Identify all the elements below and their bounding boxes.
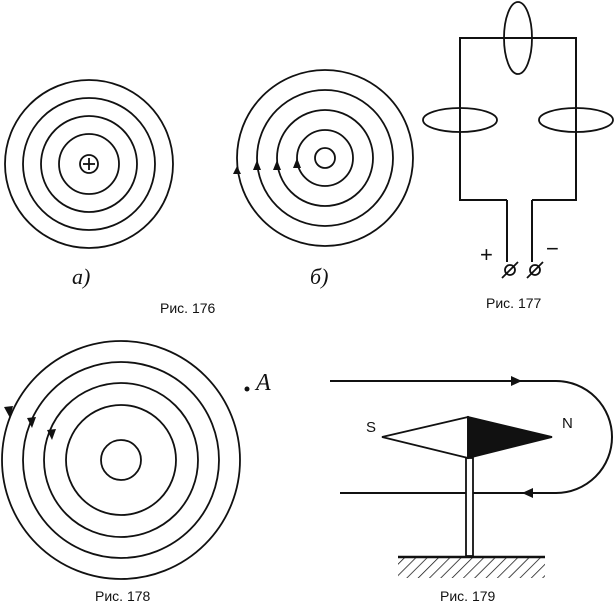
plus-conductor-icon xyxy=(79,154,99,174)
fig176-part-b-label: б) xyxy=(310,264,328,289)
point-a-marker xyxy=(244,386,250,392)
minus-sign: − xyxy=(546,236,559,261)
fig178-field-lines xyxy=(1,340,241,580)
needle-stand xyxy=(465,457,474,557)
plus-sign: + xyxy=(480,242,493,267)
fig179-caption: Рис. 179 xyxy=(440,588,496,604)
fig178-arrow-icons xyxy=(4,406,56,440)
fig176-caption: Рис. 176 xyxy=(160,300,216,316)
compass-needle-icon xyxy=(381,415,553,460)
fig177-circuit-wire xyxy=(459,37,577,262)
terminal-icon xyxy=(501,261,519,279)
fig179-conductor-loop xyxy=(330,380,613,494)
south-pole-label: S xyxy=(366,419,376,436)
terminal-icon xyxy=(526,261,544,279)
fig178-caption: Рис. 178 xyxy=(95,588,151,604)
point-a-label: A xyxy=(254,370,271,396)
fig176-b-arrow-icons xyxy=(233,158,301,174)
fig177-caption: Рис. 177 xyxy=(486,295,542,311)
fig176-part-a-label: а) xyxy=(72,264,90,289)
fig176-b-field-lines xyxy=(236,69,414,247)
ground-hatching xyxy=(398,558,545,578)
fig177-field-loops xyxy=(422,1,614,133)
fig176-a-field-lines xyxy=(4,79,174,249)
north-pole-label: N xyxy=(562,415,573,432)
fig179-arrow-icons xyxy=(511,376,533,498)
